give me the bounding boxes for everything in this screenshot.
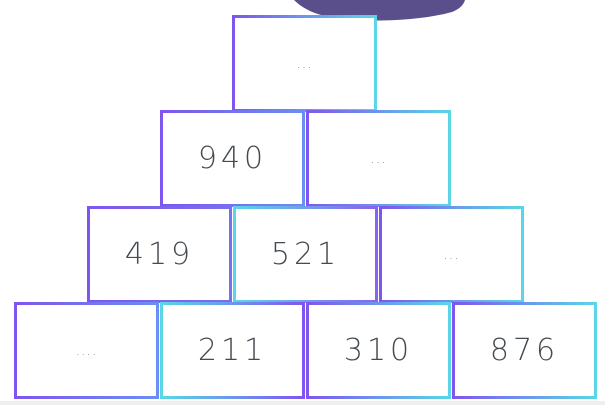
cell-value: ... bbox=[296, 56, 312, 72]
pyramid-cell-row3-2[interactable]: 521 bbox=[233, 206, 378, 303]
pyramid-cell-row4-1[interactable]: .... bbox=[14, 302, 159, 399]
cell-value: 211 bbox=[198, 333, 267, 368]
cell-value: 310 bbox=[344, 333, 413, 368]
cell-value: 521 bbox=[271, 237, 340, 272]
cell-value: ... bbox=[370, 151, 386, 167]
pyramid-cell-row4-4[interactable]: 876 bbox=[452, 302, 597, 399]
bottom-divider bbox=[0, 401, 605, 405]
cell-value: 419 bbox=[125, 237, 194, 272]
pyramid-cell-row3-3[interactable]: ... bbox=[379, 206, 524, 303]
cell-value: 940 bbox=[198, 141, 267, 176]
pyramid-cell-row2-1[interactable]: 940 bbox=[160, 110, 305, 207]
pyramid-cell-row4-3[interactable]: 310 bbox=[306, 302, 451, 399]
cell-value: 876 bbox=[490, 333, 559, 368]
pyramid-cell-top[interactable]: ... bbox=[232, 15, 377, 112]
pyramid-cell-row3-1[interactable]: 419 bbox=[87, 206, 232, 303]
cell-value: ... bbox=[443, 247, 459, 263]
pyramid-cell-row2-2[interactable]: ... bbox=[306, 110, 451, 207]
cell-value: .... bbox=[76, 343, 98, 359]
pyramid-cell-row4-2[interactable]: 211 bbox=[160, 302, 305, 399]
